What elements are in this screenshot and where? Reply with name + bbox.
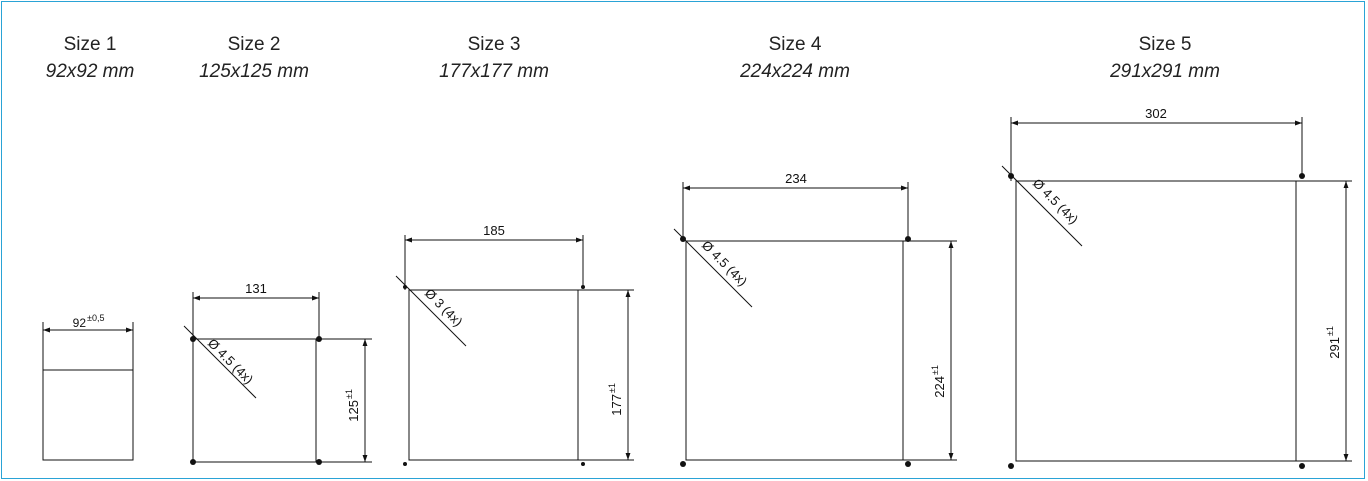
- size-2-subtitle: 125x125 mm: [199, 61, 309, 82]
- size-3-subtitle: 177x177 mm: [439, 61, 549, 82]
- size-4-height-label: 224: [932, 376, 947, 398]
- size-3-height-tolerance: ±1: [607, 383, 617, 393]
- size-3-hole-leader: [395, 275, 467, 347]
- size-2-cutout: [192, 338, 317, 463]
- size-5-height-tolerance: ±1: [1325, 326, 1335, 336]
- size-2-height-label: 125: [346, 400, 361, 422]
- size-1-title: Size 1: [63, 34, 117, 55]
- mounting-hole: [1008, 463, 1014, 469]
- size-5-width-label: 302: [1145, 106, 1167, 121]
- size-2-hole-label: Ø 4.5 (4x): [205, 336, 256, 387]
- size-3-width-label: 185: [483, 223, 505, 238]
- size-2-hole-leader: [183, 325, 257, 399]
- size-5-cutout: [1015, 180, 1297, 462]
- size-5-height-label: 291: [1327, 337, 1342, 359]
- size-3-hole-label: Ø 3 (4x): [422, 286, 466, 330]
- size-3-cutout: [408, 289, 579, 461]
- mounting-hole: [581, 285, 585, 289]
- size-4-hole-label: Ø 4.5 (4x): [699, 238, 750, 289]
- size-4-hole-dots: [680, 236, 911, 467]
- size-5-title: Size 5: [1138, 34, 1192, 55]
- size-2-drawing: [183, 292, 372, 463]
- size-5-hole-dots: [1008, 173, 1305, 469]
- size-3-hole-dots: [403, 285, 585, 466]
- mounting-hole: [1299, 173, 1305, 179]
- size-1-width-label: 92: [73, 316, 87, 330]
- mounting-hole: [316, 336, 322, 342]
- size-3-height-label: 177: [609, 394, 624, 416]
- size-4-drawing: [673, 182, 957, 461]
- size-1-cutout: [42, 369, 134, 461]
- size-4-hole-leader: [673, 228, 753, 308]
- size-1-width-tolerance: ±0,5: [87, 313, 104, 323]
- mounting-hole: [581, 462, 585, 466]
- mounting-hole: [1299, 463, 1305, 469]
- size-5-hole-leader: [1001, 165, 1083, 247]
- mounting-hole: [680, 461, 686, 467]
- mounting-hole: [403, 285, 407, 289]
- size-5-drawing: [1001, 117, 1352, 462]
- size-5-subtitle: 291x291 mm: [1110, 61, 1220, 82]
- mounting-hole: [190, 336, 196, 342]
- mounting-hole: [316, 459, 322, 465]
- size-2-title: Size 2: [227, 34, 281, 55]
- size-4-title: Size 4: [768, 34, 822, 55]
- mounting-hole: [905, 236, 911, 242]
- size-1-subtitle: 92x92 mm: [45, 61, 135, 82]
- mounting-hole: [1008, 173, 1014, 179]
- size-4-cutout: [685, 240, 904, 461]
- mounting-hole: [680, 236, 686, 242]
- size-4-height-tolerance: ±1: [930, 365, 940, 375]
- mounting-hole: [403, 462, 407, 466]
- size-3-drawing: [395, 235, 634, 461]
- size-2-height-tolerance: ±1: [344, 389, 354, 399]
- size-4-width-label: 234: [785, 171, 807, 186]
- size-2-width-label: 131: [245, 281, 267, 296]
- size-2-hole-dots: [190, 336, 322, 465]
- size-3-title: Size 3: [467, 34, 521, 55]
- mounting-hole: [905, 461, 911, 467]
- size-4-subtitle: 224x224 mm: [740, 61, 850, 82]
- mounting-hole: [190, 459, 196, 465]
- size-1-drawing: [42, 322, 134, 461]
